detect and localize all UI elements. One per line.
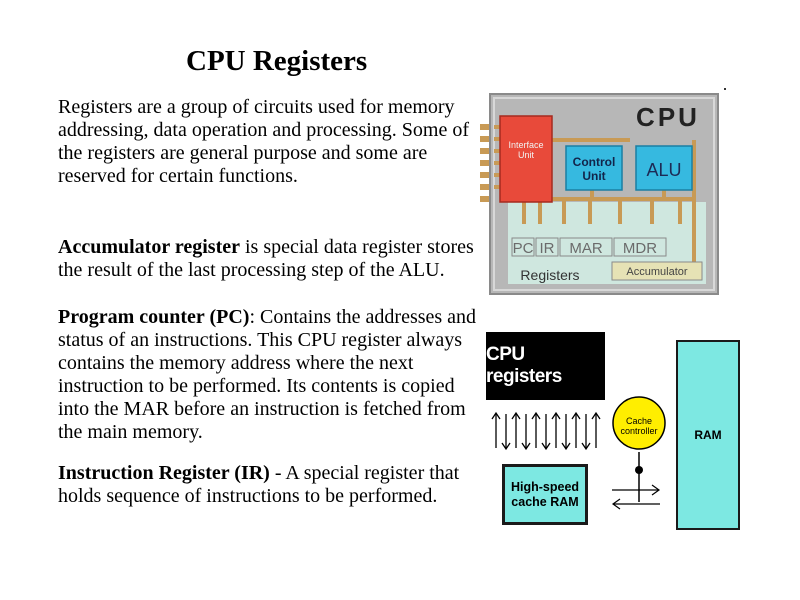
registers-label: Registers [520,267,579,283]
control-unit [565,145,623,191]
page-title: CPU Registers [186,45,368,77]
program-counter-paragraph: Program counter (PC): Contains the addre… [58,306,478,444]
instruction-register-paragraph: Instruction Register (IR) - A special re… [58,462,478,508]
accumulator-label: Accumulator [626,266,687,278]
accumulator-box [611,261,703,281]
data-transfer-arrows [491,411,601,451]
cache-ram-transfer-arrows [611,484,661,510]
cpu-chip-label: CPU [636,102,700,132]
accumulator-paragraph: Accumulator register is special data reg… [58,236,478,282]
intro-paragraph: Registers are a group of circuits used f… [58,96,478,188]
instruction-register-term: Instruction Register (IR) [58,462,270,484]
program-counter-term: Program counter (PC) [58,306,250,328]
cache-ram-box: High-speed cache RAM [502,464,588,525]
cache-controller [612,396,666,502]
accumulator-term: Accumulator register [58,236,240,258]
register-boxes: PC IR MAR MDR [511,237,667,257]
register-pc: PC [513,240,534,257]
speck [724,88,726,90]
cpu-pins [480,124,494,202]
accumulator-text: is special data register stores the resu… [58,236,474,281]
register-ir: IR [540,240,555,257]
alu-label: ALU [646,160,681,180]
cache-controller-label: Cache controller [620,416,658,436]
instruction-register-text: - A special register that holds sequence… [58,462,460,507]
register-mdr: MDR [623,240,657,257]
intro-text: Registers are a group of circuits used f… [58,96,470,187]
cache-ram-label: High-speed cache RAM [510,479,580,509]
ram-box: RAM [676,340,740,530]
cpu-registers-box: CPU registers [486,332,605,400]
program-counter-text: : Contains the addresses and status of a… [58,306,477,443]
register-mar: MAR [569,240,603,257]
interface-unit [499,115,553,203]
alu-block [635,145,693,191]
